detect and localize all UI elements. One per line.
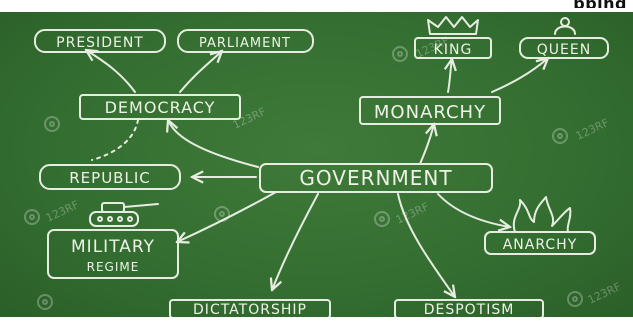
mind-map: 123RF 123RF 123RF 123RF 123RF 123RF <box>24 16 623 317</box>
government-box <box>259 163 493 193</box>
monarchy-label: MONARCHY <box>374 102 486 123</box>
king-box <box>414 37 492 59</box>
fire-icon <box>512 196 572 233</box>
republic-label: REPUBLIC <box>69 169 150 187</box>
president-box <box>34 29 166 53</box>
connector-to-dictatorship <box>272 193 319 290</box>
connector-to-parliament <box>179 51 222 93</box>
connector-to-democracy <box>168 120 259 168</box>
connector-to-king <box>448 59 452 93</box>
connector-dotted-republic <box>91 119 139 161</box>
military-box <box>47 229 179 279</box>
connector-to-queen <box>491 58 548 93</box>
parliament-box <box>177 29 314 53</box>
footer-strip <box>0 317 633 329</box>
anarchy-box <box>484 231 596 255</box>
watermark-text: 123RF <box>574 116 611 143</box>
anarchy-label: ANARCHY <box>503 237 578 253</box>
connector-to-anarchy <box>437 193 510 227</box>
government-label: GOVERNMENT <box>299 166 452 190</box>
queen-label: QUEEN <box>537 42 591 58</box>
despotism-box <box>394 299 544 317</box>
democracy-label: DEMOCRACY <box>105 98 216 117</box>
tank-icon <box>89 202 159 227</box>
regime-label: REGIME <box>87 260 140 274</box>
icon-group <box>89 16 576 233</box>
label-group: PRESIDENT PARLIAMENT DEMOCRACY REPUBLIC … <box>56 35 591 317</box>
military-label: MILITARY <box>71 237 155 257</box>
connector-to-president <box>86 50 136 93</box>
watermark-text: 123RF <box>586 280 623 307</box>
despotism-label: DESPOTISM <box>424 302 515 317</box>
header-title-fragment: pping <box>573 0 627 8</box>
democracy-box <box>79 94 241 120</box>
connector-group <box>86 50 548 297</box>
watermark-text: 123RF <box>44 198 81 225</box>
box-group <box>34 29 609 317</box>
header-strip: pping <box>0 0 633 12</box>
republic-box <box>39 164 181 190</box>
watermark-text: 123RF <box>394 200 431 227</box>
president-label: PRESIDENT <box>56 35 144 51</box>
parliament-label: PARLIAMENT <box>199 36 291 51</box>
queen-box <box>519 37 609 59</box>
connector-to-monarchy <box>419 124 434 165</box>
king-label: KING <box>434 42 473 58</box>
dictatorship-box <box>169 299 331 317</box>
connector-to-despotism <box>397 193 455 297</box>
dictatorship-label: DICTATORSHIP <box>193 302 307 317</box>
monarchy-box <box>359 96 501 125</box>
tiara-icon <box>554 17 576 35</box>
connector-to-military <box>177 191 277 242</box>
crown-icon <box>427 16 479 35</box>
